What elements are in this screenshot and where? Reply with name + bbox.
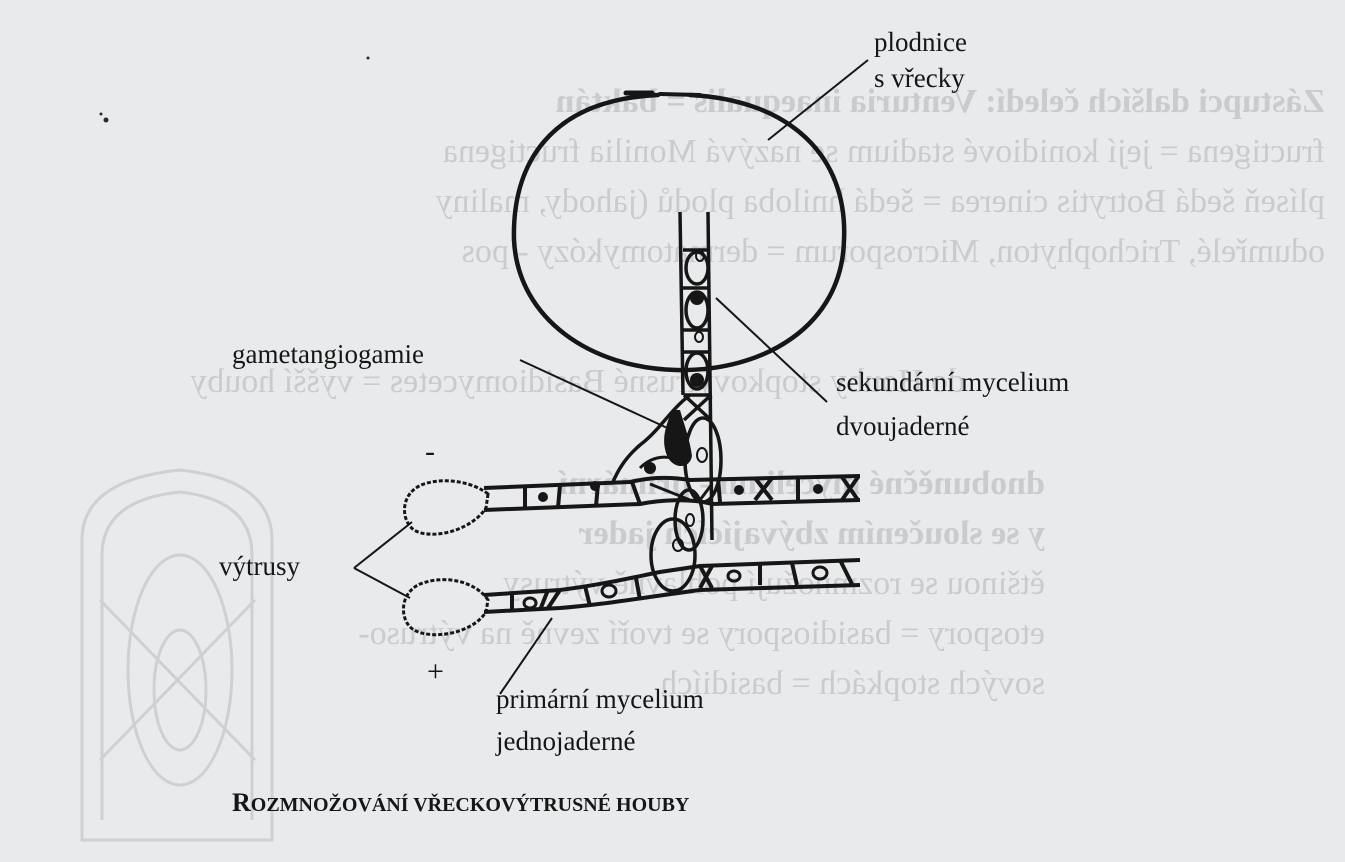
minus-sign: - (425, 435, 435, 468)
bleed-line: etospory = basidiospory se tvoří zevně n… (358, 615, 1045, 652)
bleed-line: y se sloučením zbývajících jader (579, 515, 1046, 552)
label-secondary-mycelium-sub: dvoujaderné (836, 411, 969, 441)
label-primary-mycelium-sub: jednojaderné (495, 726, 635, 756)
label-fruiting-body: plodnice (874, 27, 967, 57)
bleed-line: odumřelé, Trichophyton, Microsporum = de… (462, 233, 1325, 270)
label-secondary-mycelium: sekundární mycelium (836, 367, 1069, 397)
label-fruiting-body-sub: s vřecky (874, 63, 965, 93)
plus-sign: + (427, 655, 444, 688)
caption-rest: OZMNOŽOVÁNÍ VŘECKOVÝTRUSNÉ HOUBY (251, 792, 690, 816)
bleed-through-emblem (82, 470, 272, 840)
bleed-line: sových stopkách = basidiích (660, 665, 1045, 702)
caption-initial: R (232, 788, 251, 817)
label-gametangiogamy: gametangiogamie (232, 339, 424, 369)
bleed-line: fructigena = její konidiové stadium se n… (443, 133, 1325, 170)
label-primary-mycelium: primární mycelium (496, 684, 704, 714)
label-spores: výtrusy (219, 551, 301, 581)
scan-specks (100, 57, 370, 123)
spore-top (405, 481, 488, 534)
bleed-line: plíseň šedá Botrytis cinerea = šedá hnil… (436, 183, 1325, 220)
bleed-line: ětšinou se rozmnožují pohlavně výtrusy (503, 565, 1045, 602)
leader-spore-bottom (354, 568, 410, 598)
leader-spore-top (354, 522, 412, 568)
bleed-through-text: Zástupci dalších čeledí: Venturia inaequ… (190, 83, 1325, 702)
figure-caption: ROZMNOŽOVÁNÍ VŘECKOVÝTRUSNÉ HOUBY (232, 788, 690, 817)
